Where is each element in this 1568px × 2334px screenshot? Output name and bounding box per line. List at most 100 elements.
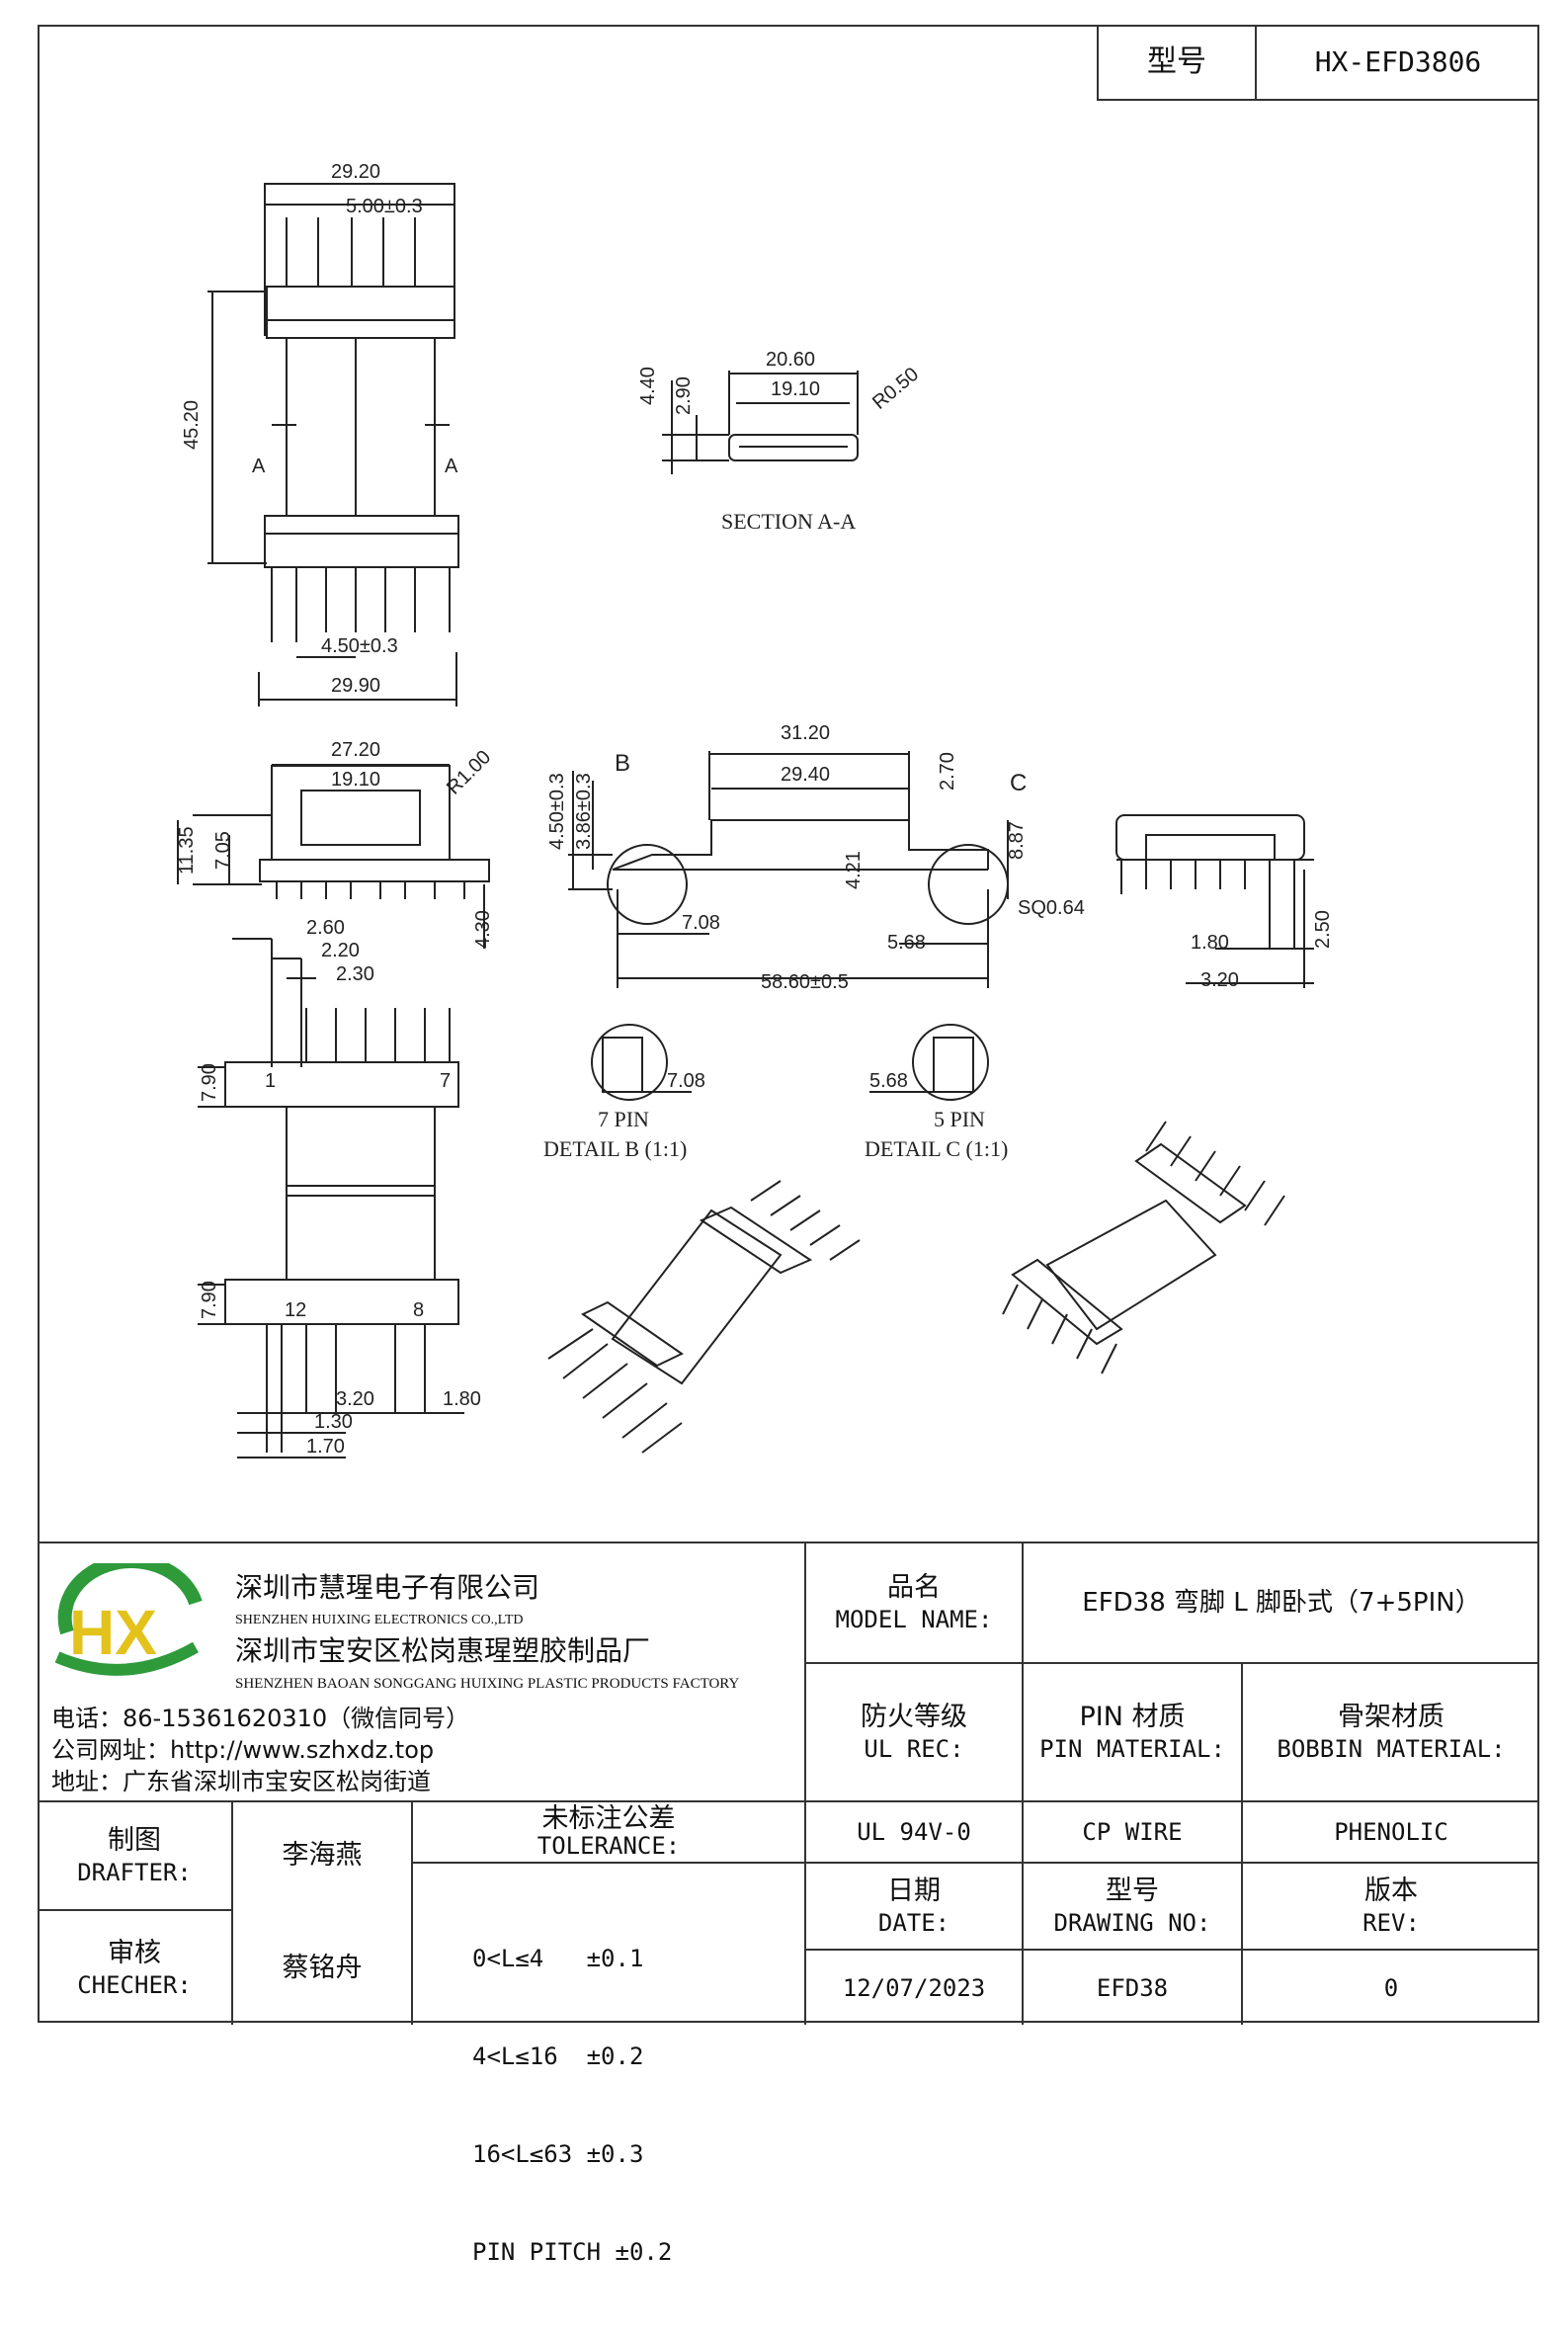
dim-end-offset: 1.80 [1191,932,1229,954]
section-caption: SECTION A-A [721,509,856,534]
dim-bottom-b: 2.20 [321,940,360,961]
detail-c-label: C [1010,770,1027,796]
dim-side-length-outer: 31.20 [781,722,830,744]
pin-number-8: 8 [413,1299,424,1321]
tolerance-row: 16<L≤63 ±0.3 [472,2140,644,2168]
detail-b-caption: DETAIL B (1:1) [543,1136,687,1161]
rev-en: REV: [1362,1909,1420,1937]
company-name-zh: 深圳市慧瑆电子有限公司 [235,1571,540,1604]
dim-end-spacing: 3.20 [1200,969,1239,991]
date-en: DATE: [877,1909,950,1937]
header-model-box: 型号 HX-EFD3806 [1097,25,1539,101]
model-name-zh: 品名 [887,1572,941,1603]
dim-bottom-flange-bottom: 7.90 [199,1281,220,1319]
bobbin-material-label: 骨架材质 BOBBIN MATERIAL: [1243,1664,1539,1800]
hx-logo-icon: HX [54,1553,203,1676]
dim-bottom-f: 1.70 [306,1436,345,1458]
drawing-no-en: DRAWING NO: [1053,1909,1211,1937]
section-mark-left: A [252,456,266,477]
dim-bottom-width: 29.90 [331,675,380,697]
tolerance-row: PIN PITCH ±0.2 [472,2238,673,2266]
drafter-zh: 制图 [108,1825,161,1856]
dim-top-pitch: 5.00±0.3 [346,196,423,217]
header-model-value: HX-EFD3806 [1314,45,1482,78]
ul-rec-zh: 防火等级 [861,1702,967,1732]
isometric-view-left [547,1180,861,1454]
isometric-view-right [1002,1121,1285,1375]
drafter-en: DRAFTER: [77,1859,192,1886]
dim-front-height-total: 11.35 [176,826,198,875]
pin-material-label: PIN 材质 PIN MATERIAL: [1024,1664,1241,1800]
model-name-en: MODEL NAME: [835,1606,993,1633]
company-logo: HX [47,1553,215,1692]
dim-section-outer: 20.60 [766,349,815,371]
dim-side-offset-left: 7.08 [682,912,720,934]
drawing-frame [38,25,1539,2023]
tolerance-en: TOLERANCE: [536,1832,681,1860]
tolerance-list: 0<L≤4 ±0.1 4<L≤16 ±0.2 16<L≤63 ±0.3 PIN … [472,1877,788,2334]
ul-rec-en: UL REC: [864,1735,964,1763]
dim-end-height: 2.50 [1312,910,1334,949]
model-name-label: 品名 MODEL NAME: [806,1543,1022,1662]
pin-material-value: CP WIRE [1082,1818,1183,1846]
pin-material-zh: PIN 材质 [1079,1702,1186,1732]
company-phone: 电话：86-15361620310（微信同号） [51,1705,470,1732]
dim-side-height-right: 8.87 [1006,821,1028,860]
pin-material-en: PIN MATERIAL: [1039,1735,1225,1763]
checker-en: CHECHER: [77,1970,192,1999]
drawing-no-value: EFD38 [1096,1973,1169,2002]
dim-side-tab: 2.70 [937,752,958,791]
title-block: HX 深圳市慧瑆电子有限公司 SHENZHEN HUIXING ELECTRON… [38,1542,1539,2266]
drawing-no-label: 型号 DRAWING NO: [1024,1864,1241,1949]
dim-bottom-c: 2.30 [336,963,374,985]
tolerance-label: 未标注公差 TOLERANCE: [413,1802,804,1862]
technical-drawing: 29.20 5.00±0.3 45.20 A A 4.50±0.3 29.90 … [176,161,1334,1459]
bottom-view [198,938,464,1459]
drafter-name: 李海燕 [282,1840,363,1871]
dim-section-inner-height: 2.90 [673,376,695,415]
dim-bottom-flange-top: 7.90 [199,1063,220,1102]
date-zh: 日期 [887,1876,941,1906]
bobbin-material-en: BOBBIN MATERIAL: [1277,1735,1506,1763]
top-view [207,183,459,707]
dim-front-inner: 19.10 [331,769,380,791]
dim-side-offset-right: 5.68 [887,932,926,954]
rev-zh: 版本 [1364,1876,1418,1906]
pin-number-1: 1 [265,1070,276,1092]
pin-number-12: 12 [285,1299,306,1321]
dim-bottom-pitch: 4.50±0.3 [321,635,398,657]
dim-side-height-left: 4.50±0.3 [546,773,568,850]
pin-number-7: 7 [440,1070,451,1092]
dim-section-inner: 19.10 [771,378,820,400]
detail-b-label: B [615,750,630,777]
front-view [177,764,490,949]
dim-side-pin-square: SQ0.64 [1018,897,1085,919]
model-name-value: EFD38 弯脚 L 脚卧式（7+5PIN） [1082,1588,1481,1618]
tolerance-row: 4<L≤16 ±0.2 [472,2042,644,2070]
section-a-a [662,371,859,474]
detail-c-caption: DETAIL C (1:1) [865,1136,1008,1161]
dim-side-length-inner: 29.40 [781,764,830,786]
dim-front-width: 27.20 [331,739,380,761]
company-name-en: SHENZHEN HUIXING ELECTRONICS CO.,LTD [235,1613,524,1627]
checker-zh: 审核 [108,1937,161,1968]
company-website: 公司网址：http://www.szhxdz.top [51,1736,435,1764]
detail-b [591,1024,692,1101]
ul-value: UL 94V-0 [857,1818,971,1846]
company-address: 地址：广东省深圳市宝安区松岗街道 [51,1768,431,1795]
tolerance-zh: 未标注公差 [541,1803,676,1834]
detail-b-pins: 7 PIN [598,1107,649,1131]
detail-c [869,1024,989,1101]
rev-value: 0 [1383,1973,1399,2002]
date-label: 日期 DATE: [806,1864,1022,1949]
side-view [568,751,1009,988]
dim-front-pin-length: 4.30 [472,910,494,949]
detail-c-dim: 5.68 [869,1070,908,1092]
dim-front-height-body: 7.05 [212,831,234,870]
checker-label: 审核 CHECHER: [38,1911,231,2025]
dim-bottom-e: 1.30 [314,1411,353,1433]
dim-top-width: 29.20 [331,161,380,183]
dim-bottom-a: 2.60 [306,917,345,939]
bobbin-material-zh: 骨架材质 [1338,1702,1444,1732]
dim-top-height: 45.20 [181,400,203,450]
